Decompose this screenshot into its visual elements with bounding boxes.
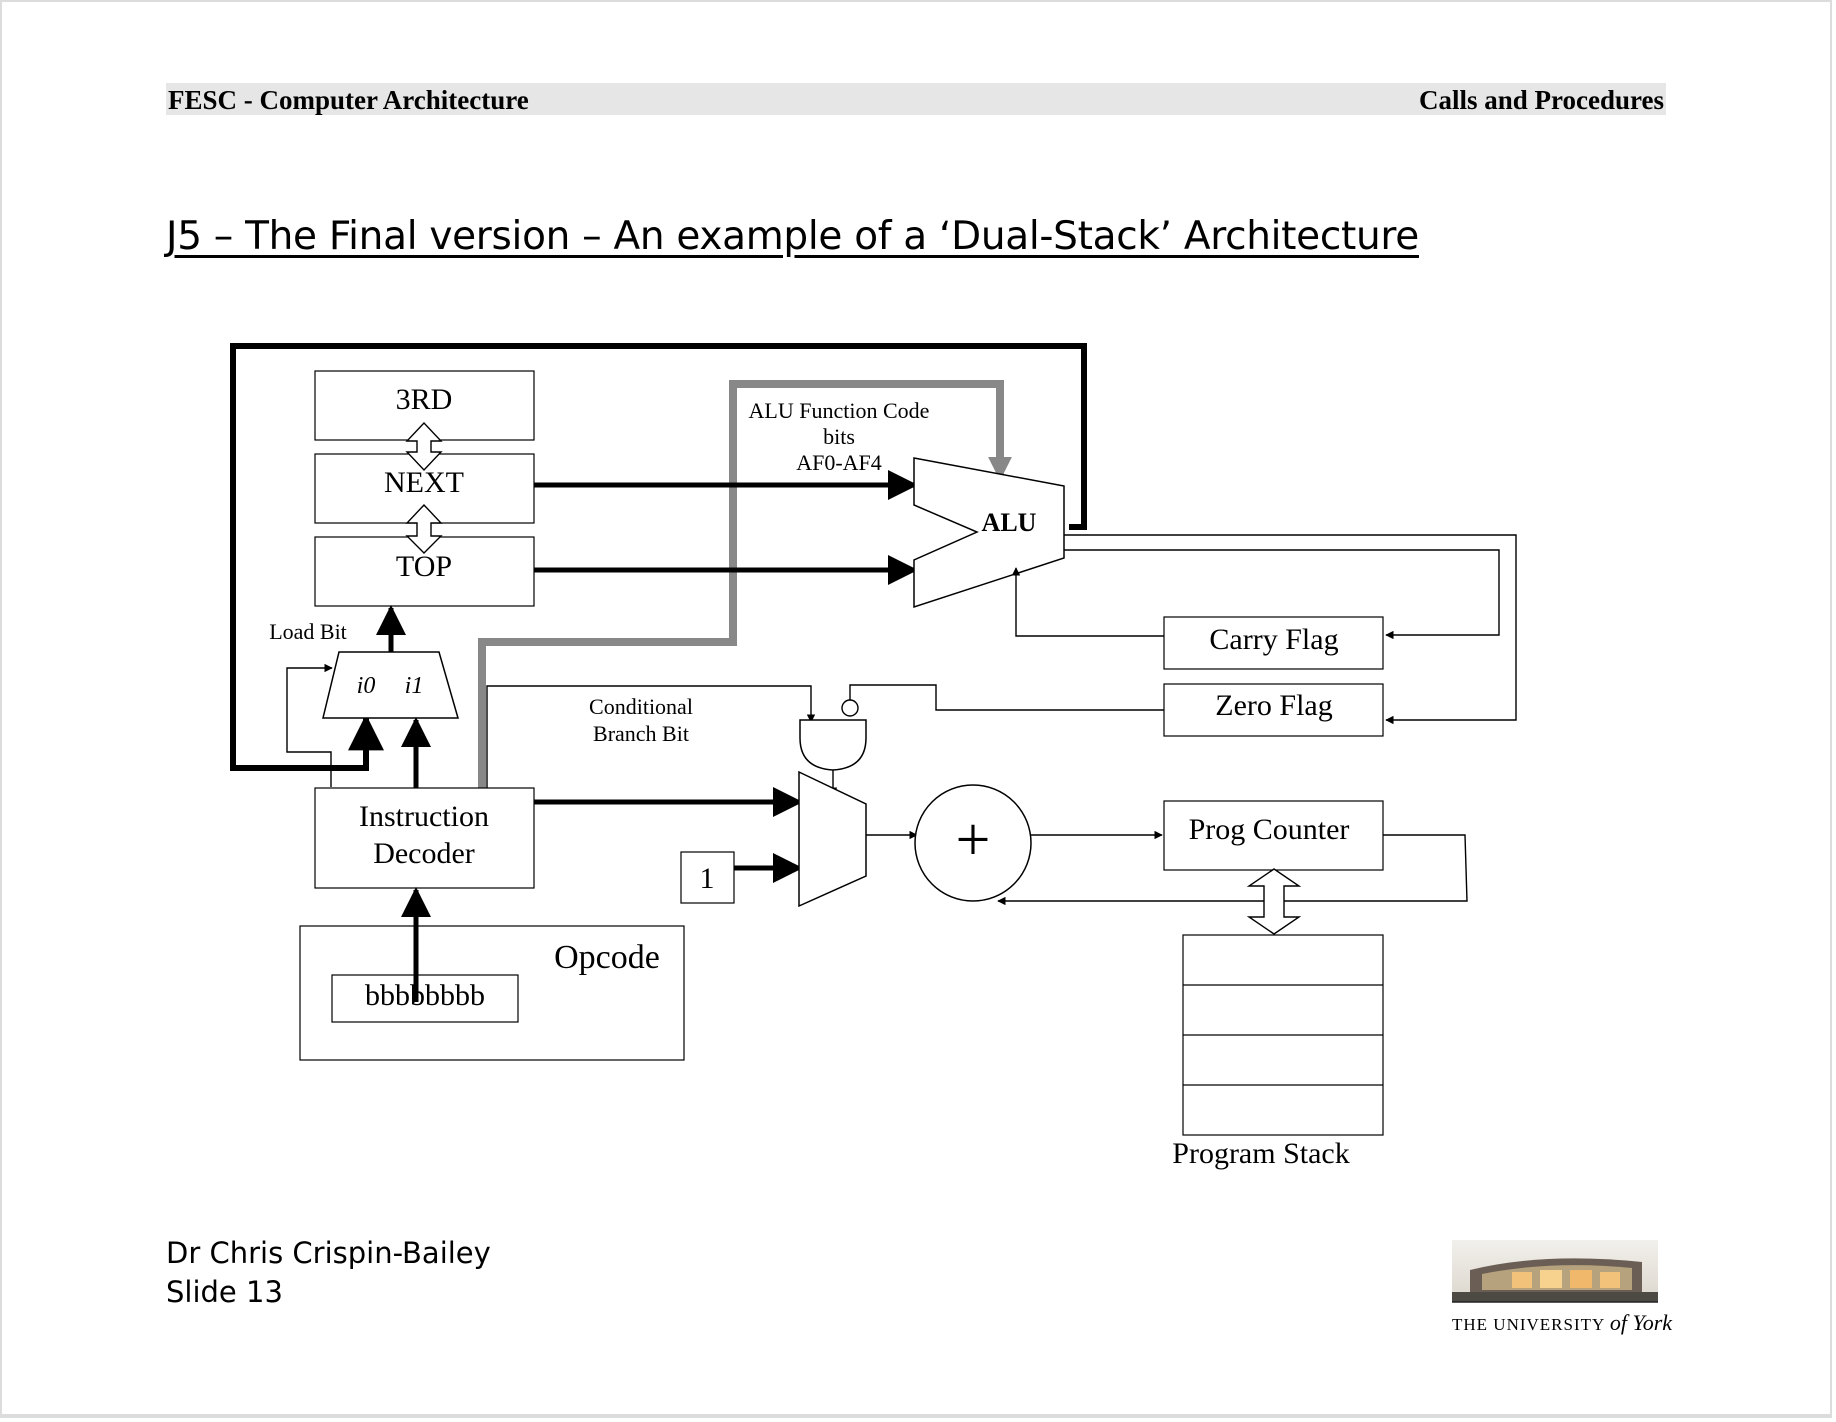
cond-branch-line1: Conditional <box>589 694 693 719</box>
pc-feedback-wire <box>997 834 1468 906</box>
pc-increment-mux <box>798 770 867 908</box>
cond-branch-line2: Branch Bit <box>593 721 689 746</box>
constant-one-box <box>680 851 735 904</box>
decoder-line2: Decoder <box>373 837 475 870</box>
slide-number: Slide 13 <box>166 1275 283 1309</box>
constant-one-label: 1 <box>700 862 715 895</box>
lecture-topic: Calls and Procedures <box>1418 85 1664 115</box>
third-label: 3RD <box>396 383 453 416</box>
carry-flag-box <box>1163 616 1384 670</box>
opcode-bits: bbbbbbbb <box>365 979 485 1012</box>
load-bit-wire <box>286 663 333 787</box>
third-next-transfer-arrow <box>405 421 443 472</box>
top-label: TOP <box>396 550 452 583</box>
university-prefix: THE UNIVERSITY <box>1452 1315 1605 1334</box>
header-bar: FESC - Computer Architecture Calls and P… <box>166 83 1666 115</box>
mux-i1-label: i1 <box>405 673 424 699</box>
author: Dr Chris Crispin-Bailey <box>166 1236 491 1270</box>
carry-flag-label: Carry Flag <box>1209 623 1338 656</box>
opcode-bits-box <box>331 974 519 1023</box>
alu-code-line3: AF0-AF4 <box>796 450 882 475</box>
university-of-york: of York <box>1609 1310 1673 1335</box>
alu-code-line2: bits <box>823 424 855 449</box>
footer: Dr Chris Crispin-Bailey Slide 13 <box>166 1234 491 1312</box>
university-building-logo <box>1452 1240 1658 1303</box>
prog-counter-label: Prog Counter <box>1189 813 1350 846</box>
university-name: THE UNIVERSITY of York <box>1452 1310 1672 1336</box>
alu-to-zero-wire <box>1064 534 1517 725</box>
gate-invert-bubble <box>841 699 859 717</box>
next-top-transfer-arrow <box>405 503 443 554</box>
mux-i0-label: i0 <box>357 673 376 699</box>
stack-input-mux <box>322 651 459 719</box>
slide-title: J5 – The Final version – An example of a… <box>166 214 1419 259</box>
zero-flag-label: Zero Flag <box>1215 689 1332 722</box>
alu-unit <box>913 457 1065 609</box>
adder-plus: + <box>956 806 991 874</box>
branch-and-gate <box>799 719 867 771</box>
alu-code-line1: ALU Function Code <box>749 398 930 423</box>
zero-to-gate-wire <box>849 684 1164 711</box>
decoder-line1: Instruction <box>359 800 489 833</box>
alu-feedback-bus <box>230 343 1087 771</box>
opcode-label: Opcode <box>554 939 660 976</box>
load-bit-label: Load Bit <box>269 619 347 644</box>
course-title: FESC - Computer Architecture <box>168 85 529 115</box>
program-stack-label: Program Stack <box>1172 1137 1349 1170</box>
cond-branch-wire <box>486 685 816 788</box>
instruction-decoder <box>314 787 535 889</box>
next-label: NEXT <box>384 466 464 499</box>
alu-function-code-bus <box>478 380 1012 788</box>
alu-label: ALU <box>982 508 1037 537</box>
alu-to-carry-wire <box>1064 549 1500 640</box>
pc-adder <box>914 784 1032 902</box>
zero-flag-box <box>1163 683 1384 737</box>
pc-stack-transfer-arrow <box>1246 868 1302 935</box>
carry-to-alu-wire <box>1011 567 1164 637</box>
